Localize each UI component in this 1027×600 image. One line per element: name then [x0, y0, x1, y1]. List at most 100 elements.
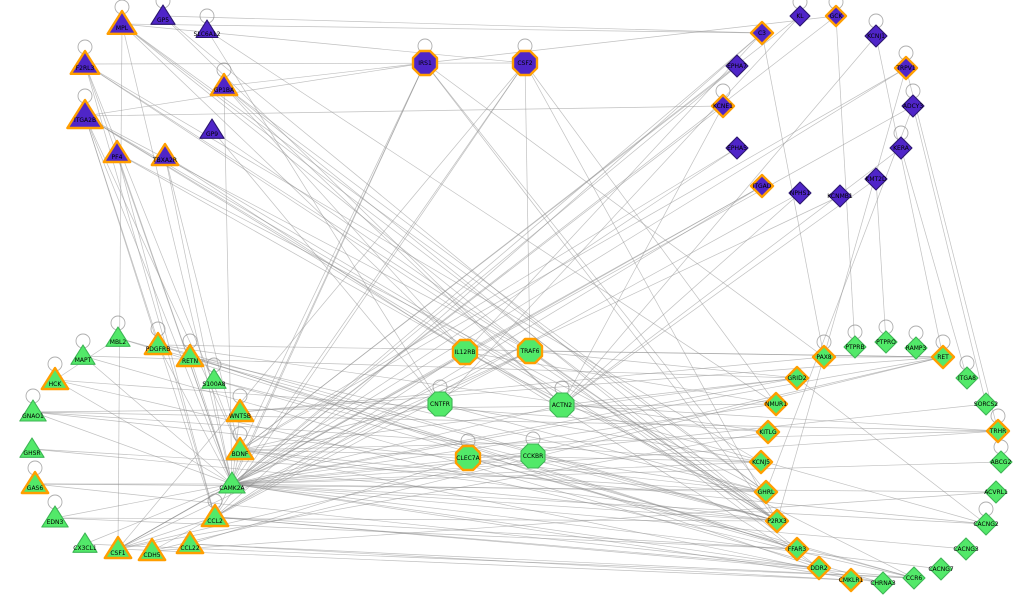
node-CACNG3[interactable]: CACNG3: [953, 537, 979, 561]
node-shape-diamond[interactable]: [974, 512, 998, 536]
node-shape-diamond[interactable]: [874, 330, 898, 354]
node-shape-triangle[interactable]: [70, 344, 96, 365]
node-shape-diamond[interactable]: [824, 4, 848, 28]
node-GP5[interactable]: GP5: [150, 4, 176, 25]
node-ADCY3[interactable]: ADCY3: [901, 94, 925, 118]
node-shape-octagon[interactable]: [549, 392, 575, 418]
node-GRID2[interactable]: GRID2: [784, 365, 810, 391]
node-shape-diamond[interactable]: [788, 181, 812, 205]
node-shape-diamond[interactable]: [893, 55, 919, 81]
node-shape-diamond[interactable]: [843, 335, 867, 359]
node-ABCG2[interactable]: ABCG2: [989, 450, 1013, 474]
node-NPHS1[interactable]: NPHS1: [788, 181, 812, 205]
node-CACNG2[interactable]: CACNG2: [973, 512, 999, 536]
node-shape-triangle[interactable]: [40, 366, 70, 391]
node-shape-diamond[interactable]: [955, 366, 979, 390]
node-CLEC7A[interactable]: CLEC7A: [454, 444, 482, 472]
node-TRPV1[interactable]: TRPV1: [893, 55, 919, 81]
node-shape-diamond[interactable]: [989, 450, 1013, 474]
node-shape-diamond[interactable]: [954, 537, 978, 561]
node-KCNJ1[interactable]: KCNJ1: [864, 24, 888, 48]
node-KCNJ5[interactable]: KCNJ5: [748, 449, 774, 475]
node-CHRNA3[interactable]: CHRNA3: [870, 571, 896, 595]
node-GHSR[interactable]: GHSR: [19, 437, 45, 458]
node-shape-diamond[interactable]: [749, 20, 775, 46]
node-PTPRB[interactable]: PTPRB: [843, 335, 867, 359]
node-shape-diamond[interactable]: [901, 94, 925, 118]
node-MBL2[interactable]: MBL2: [105, 326, 131, 347]
node-shape-diamond[interactable]: [784, 365, 810, 391]
node-shape-octagon[interactable]: [454, 444, 482, 472]
node-F2RL3[interactable]: F2RL3: [69, 49, 101, 76]
node-shape-triangle[interactable]: [103, 535, 133, 560]
node-shape-triangle[interactable]: [19, 399, 47, 422]
node-CX3CL1[interactable]: CX3CL1: [72, 532, 98, 553]
node-shape-octagon[interactable]: [451, 338, 479, 366]
node-GAS6[interactable]: GAS6: [20, 470, 50, 495]
node-SORCS2[interactable]: SORCS2: [974, 392, 998, 416]
node-GCK[interactable]: GCK: [824, 4, 848, 28]
node-CCKBR[interactable]: CCKBR: [520, 443, 546, 469]
node-CNTFR[interactable]: CNTFR: [427, 391, 453, 417]
node-CSF2[interactable]: CSF2: [511, 49, 539, 77]
node-shape-triangle[interactable]: [143, 331, 173, 356]
node-CCL2[interactable]: CCL2: [200, 503, 230, 528]
node-MPL[interactable]: MPL: [106, 9, 138, 35]
node-shape-triangle[interactable]: [150, 142, 180, 167]
node-TRAF6[interactable]: TRAF6: [516, 337, 544, 365]
node-GP9[interactable]: GP9: [199, 118, 225, 139]
node-shape-triangle[interactable]: [66, 98, 104, 130]
node-PDGFRB[interactable]: PDGFRB: [143, 331, 173, 356]
node-shape-diamond[interactable]: [984, 480, 1008, 504]
node-shape-triangle[interactable]: [225, 398, 255, 423]
node-shape-diamond[interactable]: [902, 566, 926, 590]
node-shape-triangle[interactable]: [69, 49, 101, 76]
node-shape-octagon[interactable]: [516, 337, 544, 365]
node-shape-diamond[interactable]: [725, 136, 749, 160]
node-shape-triangle[interactable]: [72, 532, 98, 553]
node-shape-diamond[interactable]: [864, 24, 888, 48]
node-CMKLR1[interactable]: CMKLR1: [838, 567, 864, 593]
node-shape-triangle[interactable]: [201, 368, 227, 389]
node-shape-octagon[interactable]: [427, 391, 453, 417]
node-shape-triangle[interactable]: [41, 505, 69, 528]
node-IL12RB[interactable]: IL12RB: [451, 338, 479, 366]
node-shape-octagon[interactable]: [411, 49, 439, 77]
node-shape-triangle[interactable]: [150, 4, 176, 25]
node-shape-octagon[interactable]: [511, 49, 539, 77]
node-shape-triangle[interactable]: [200, 503, 230, 528]
node-shape-triangle[interactable]: [105, 326, 131, 347]
node-RAMP3[interactable]: RAMP3: [904, 336, 928, 360]
node-ITGA8[interactable]: ITGA8: [955, 366, 979, 390]
node-shape-diamond[interactable]: [838, 567, 864, 593]
node-shape-diamond[interactable]: [763, 391, 789, 417]
node-KMT2D[interactable]: KMT2D: [864, 167, 888, 191]
node-shape-diamond[interactable]: [753, 479, 779, 505]
node-IRS1[interactable]: IRS1: [411, 49, 439, 77]
node-HCK[interactable]: HCK: [40, 366, 70, 391]
node-shape-diamond[interactable]: [789, 5, 811, 27]
node-DDR2[interactable]: DDR2: [806, 555, 832, 581]
node-shape-triangle[interactable]: [199, 118, 225, 139]
node-PTPRO[interactable]: PTPRO: [874, 330, 898, 354]
node-shape-triangle[interactable]: [195, 19, 219, 39]
node-shape-triangle[interactable]: [20, 470, 50, 495]
node-shape-diamond[interactable]: [974, 392, 998, 416]
node-shape-diamond[interactable]: [764, 508, 790, 534]
node-shape-diamond[interactable]: [749, 173, 775, 199]
node-shape-triangle[interactable]: [19, 437, 45, 458]
node-shape-diamond[interactable]: [806, 555, 832, 581]
node-TRHR[interactable]: TRHR: [985, 418, 1011, 444]
node-shape-diamond[interactable]: [930, 344, 956, 370]
node-KERA[interactable]: KERA: [889, 136, 913, 160]
node-ACVRL1[interactable]: ACVRL1: [984, 480, 1008, 504]
node-shape-diamond[interactable]: [828, 184, 852, 208]
node-ACTN2[interactable]: ACTN2: [549, 392, 575, 418]
node-shape-triangle[interactable]: [137, 537, 167, 562]
node-CCR6[interactable]: CCR6: [902, 566, 926, 590]
node-CACNG7[interactable]: CACNG7: [928, 557, 954, 581]
node-EPHA7[interactable]: EPHA7: [725, 54, 749, 78]
node-SLC6A12[interactable]: SLC6A12: [194, 19, 221, 39]
node-shape-diamond[interactable]: [871, 571, 895, 595]
node-shape-diamond[interactable]: [725, 54, 749, 78]
